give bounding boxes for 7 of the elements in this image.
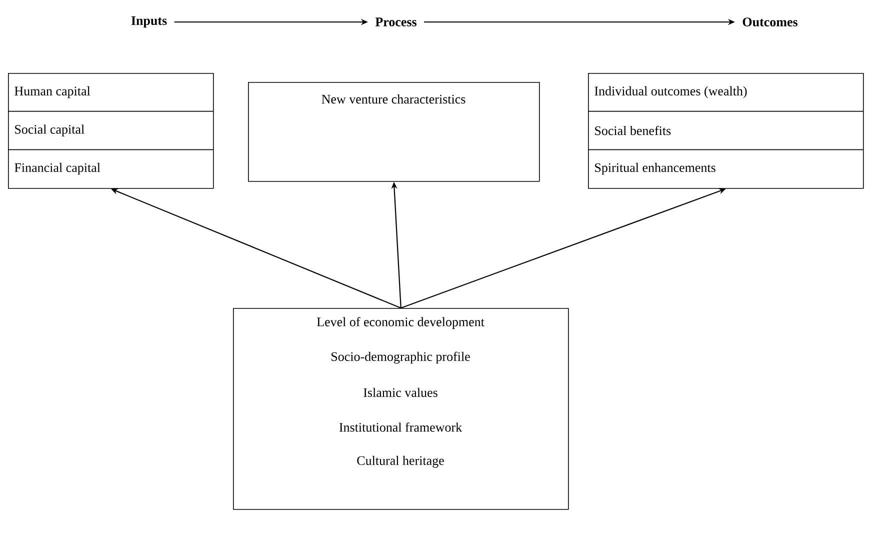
heading: Process (375, 18, 416, 26)
table-box: Individual outcomes (wealth) Social benefits Spiritual enhancements (588, 73, 864, 189)
table-box: Human capital Social capital Financial capital (8, 73, 214, 189)
heading: Outcomes (742, 18, 798, 26)
factor-box: Level of economic development Socio-demographic profile Islamic values Institutional framework Cultural heritage (233, 308, 569, 510)
heading: Inputs (131, 16, 167, 28)
process-box: New venture characteristics (248, 82, 540, 182)
